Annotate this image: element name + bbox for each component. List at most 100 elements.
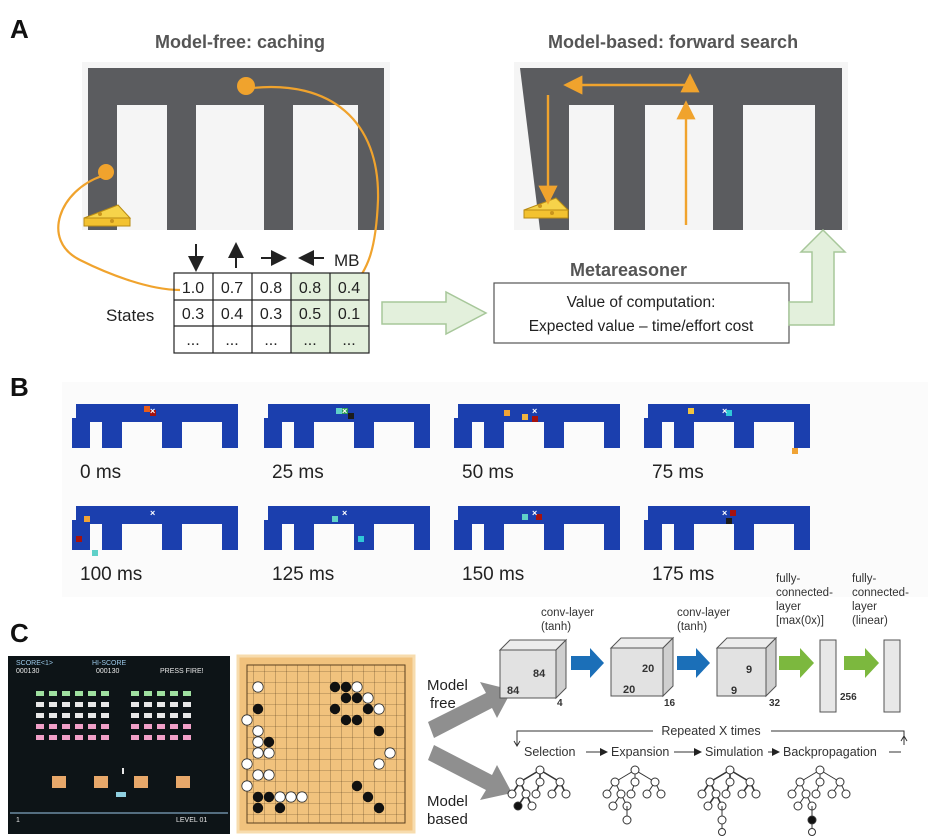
step-backprop: Backpropagation [783, 745, 877, 759]
heatmap-maze: ×0 ms [72, 404, 238, 483]
blue-arrow-2 [677, 648, 710, 678]
time-label: 100 ms [80, 564, 142, 585]
svg-text:20: 20 [642, 663, 654, 675]
svg-text:HI-SCORE: HI-SCORE [92, 660, 127, 667]
svg-text:4: 4 [557, 698, 563, 709]
svg-text:16: 16 [664, 698, 676, 709]
svg-text:0.5: 0.5 [299, 306, 321, 323]
col-mb: MB [334, 251, 360, 270]
svg-text:1: 1 [16, 817, 20, 824]
time-label: 50 ms [462, 462, 514, 483]
layer-label: [max(0x)] [776, 615, 824, 627]
flow-arrow [788, 228, 847, 326]
time-label: 150 ms [462, 564, 524, 585]
model-based-arrow [428, 745, 512, 800]
right-title: Model-based: forward search [548, 32, 798, 52]
model-free-label: Model [427, 677, 468, 694]
svg-text:...: ... [225, 332, 238, 349]
mcts-tree [507, 765, 571, 811]
svg-text:...: ... [303, 332, 316, 349]
green-arrow-2 [844, 648, 879, 678]
svg-text:×: × [532, 406, 537, 416]
mcts-loop [513, 730, 908, 747]
heatmap-maze: × 150 ms [454, 506, 620, 585]
svg-text:...: ... [264, 332, 277, 349]
table-cells: 1.0 0.7 0.8 0.8 0.4 0.3 0.4 0.3 0.5 0.1 … [182, 280, 360, 349]
svg-text:0.1: 0.1 [338, 306, 360, 323]
metareasoner-box [493, 282, 790, 344]
heatmap-maze: × 75 ms [644, 404, 810, 483]
agent-dot [237, 77, 255, 95]
mcts-trees [507, 765, 851, 836]
svg-text:×: × [342, 508, 347, 518]
svg-text:SCORE<1>: SCORE<1> [16, 660, 53, 667]
metareasoner-line1: Value of computation: [567, 294, 716, 311]
svg-text:×: × [532, 508, 537, 518]
mcts-tree [602, 765, 666, 825]
time-label: 25 ms [272, 462, 324, 483]
step-expansion: Expansion [611, 745, 669, 759]
time-label: 75 ms [652, 462, 704, 483]
link-curve [251, 85, 380, 291]
layer-label: (tanh) [541, 621, 571, 633]
svg-text:9: 9 [746, 664, 752, 676]
layer-label: conv-layer [541, 607, 594, 619]
svg-text:...: ... [342, 332, 355, 349]
metareasoner-title: Metareasoner [570, 260, 687, 280]
q-table [173, 272, 370, 354]
svg-text:×: × [150, 508, 155, 518]
conv-cube-3: 9 9 32 [715, 636, 781, 709]
go-board [236, 654, 416, 834]
step-selection: Selection [524, 745, 575, 759]
layer-label: conv-layer [677, 607, 730, 619]
step-simulation: Simulation [705, 745, 763, 759]
fc-layer-1 [819, 639, 837, 713]
layer-label: connected- [852, 587, 909, 599]
blue-arrow-1 [571, 648, 604, 678]
cheese-icon [83, 204, 132, 227]
fc-layer-2 [883, 639, 901, 713]
model-based-label-2: based [427, 811, 468, 828]
model-free-arrow [428, 682, 512, 738]
svg-text:32: 32 [769, 698, 781, 709]
conv-cube-1: 84 84 4 [498, 638, 568, 709]
time-label: 0 ms [80, 462, 121, 483]
heatmap-maze: × 50 ms [454, 404, 620, 483]
svg-text:LEVEL 01: LEVEL 01 [176, 817, 207, 824]
left-maze [82, 62, 390, 230]
left-title: Model-free: caching [155, 32, 325, 52]
svg-text:0.4: 0.4 [338, 280, 360, 297]
svg-text:×: × [722, 406, 727, 416]
svg-text:×: × [342, 406, 347, 416]
row-label: States [106, 306, 154, 325]
panel-b-label: B [10, 372, 29, 402]
svg-text:PRESS FIRE!: PRESS FIRE! [160, 668, 204, 675]
space-invaders-screen: SCORE<1> 000130 HI-SCORE 000130 PRESS FI… [8, 656, 230, 834]
metareasoner-line2: Expected value – time/effort cost [529, 318, 754, 335]
heatmap-grid: ×0 ms×25 ms×50 ms×75 ms×100 ms×125 ms×15… [72, 404, 810, 585]
layer-label: layer [852, 601, 877, 613]
heatmap-maze: × 100 ms [72, 506, 238, 585]
layer-label: (linear) [852, 615, 888, 627]
mcts-tree [697, 765, 761, 836]
heatmap-maze: × 25 ms [264, 404, 430, 483]
svg-text:0.7: 0.7 [221, 280, 243, 297]
mcts-tree [787, 765, 851, 836]
heatmap-maze: ×175 ms [644, 506, 810, 585]
model-based-label: Model [427, 793, 468, 810]
fc-size: 256 [840, 692, 857, 703]
svg-text:84: 84 [507, 685, 520, 697]
model-free-label-2: free [430, 695, 456, 712]
svg-text:0.4: 0.4 [221, 306, 243, 323]
layer-label: (tanh) [677, 621, 707, 633]
svg-text:×: × [722, 508, 727, 518]
heatmap-maze: × 125 ms [264, 506, 430, 585]
mcts-repeat: Repeated X times [661, 724, 760, 738]
svg-text:0.3: 0.3 [260, 306, 282, 323]
time-label: 125 ms [272, 564, 334, 585]
svg-text:0.8: 0.8 [299, 280, 321, 297]
panel-a-label: A [10, 14, 29, 44]
layer-label: connected- [776, 587, 833, 599]
svg-text:...: ... [186, 332, 199, 349]
